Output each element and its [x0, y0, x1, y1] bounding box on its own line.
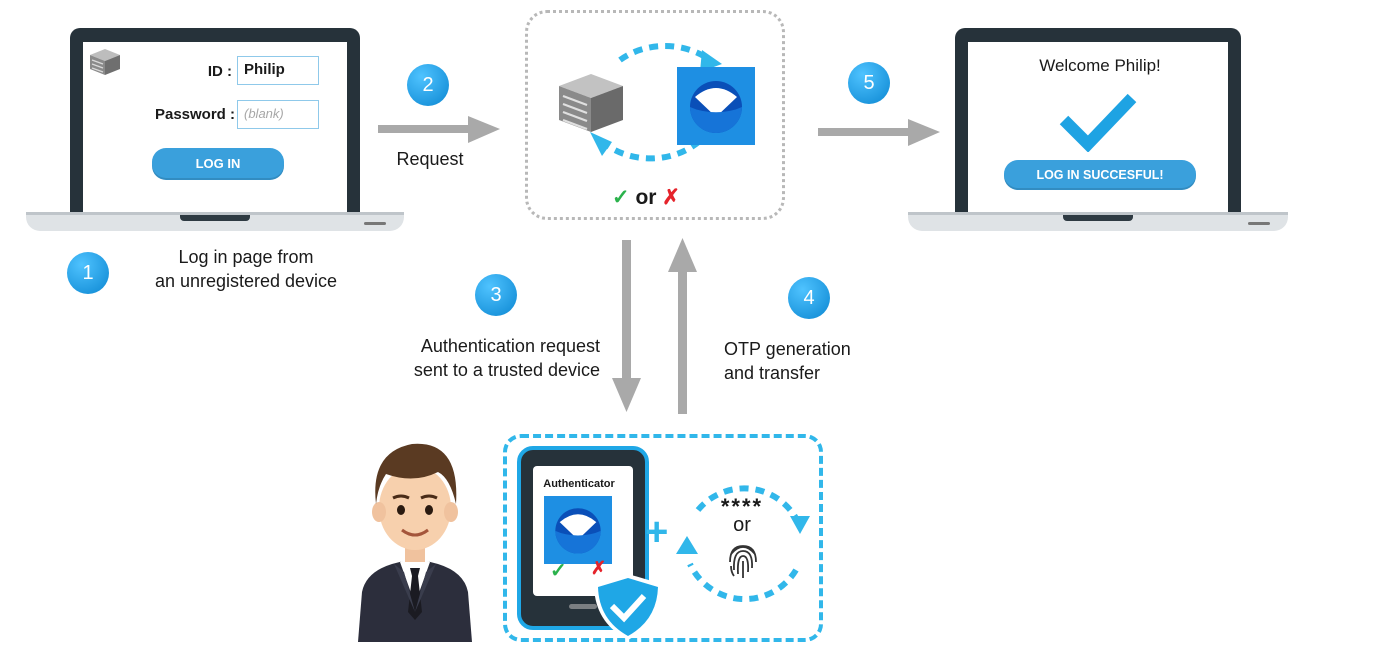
phone-home-bar — [569, 604, 597, 609]
step-1-caption-line2: an unregistered device — [154, 271, 338, 291]
server-icon — [559, 74, 623, 132]
result-or-label: or — [635, 186, 657, 209]
otp-transfer-arrow-up — [668, 238, 697, 414]
cross-icon: ✗ — [662, 186, 680, 209]
step-4-caption-line1: OTP generation — [724, 339, 851, 359]
login-laptop-base — [26, 212, 404, 231]
welcome-message: Welcome Philip! — [1039, 56, 1161, 75]
authenticator-logo-icon — [677, 67, 755, 145]
sync-loop-arrows — [590, 43, 722, 162]
person-icon — [358, 443, 472, 642]
server-icon — [90, 49, 120, 75]
password-input[interactable]: (blank) — [237, 100, 319, 129]
step-1-caption-line1: Log in page from — [178, 247, 314, 267]
authenticator-title: Authenticator — [543, 478, 615, 490]
success-laptop-base — [908, 212, 1288, 231]
step-3-badge: 3 — [475, 274, 517, 316]
plus-icon: + — [645, 510, 669, 554]
trusted-device-box — [503, 434, 823, 642]
otp-or-label: or — [733, 514, 751, 536]
auth-request-arrow-down — [612, 240, 641, 412]
phone-cross-icon: ✗ — [591, 558, 607, 578]
otp-mask: **** — [720, 494, 764, 519]
password-label: Password : — [154, 106, 235, 123]
phone-check-icon: ✓ — [550, 560, 567, 582]
otp-loop-arrows — [676, 485, 810, 603]
step-1-caption: Log in page from an unregistered device — [118, 245, 374, 293]
request-arrow — [378, 116, 500, 143]
verification-box — [525, 10, 785, 220]
authenticator-logo-icon — [544, 496, 612, 564]
step-4-caption: OTP generation and transfer — [724, 337, 894, 385]
login-button[interactable]: LOG IN — [152, 148, 284, 180]
step-1-badge: 1 — [67, 252, 109, 294]
step-3-caption-line1: Authentication request — [420, 336, 600, 356]
id-input[interactable]: Philip — [237, 56, 319, 85]
id-label: ID : — [207, 63, 232, 80]
shield-check-icon — [594, 574, 662, 640]
step-3-caption: Authentication request sent to a trusted… — [354, 334, 600, 382]
success-arrow — [818, 119, 940, 146]
step-4-badge: 4 — [788, 277, 830, 319]
verify-result: ✓ or ✗ — [612, 186, 680, 210]
step-2-badge: 2 — [407, 64, 449, 106]
check-icon: ✓ — [612, 186, 630, 209]
fingerprint-icon — [729, 545, 757, 578]
checkmark-icon — [1059, 93, 1137, 152]
step-2-caption: Request — [396, 149, 464, 169]
step-5-badge: 5 — [848, 62, 890, 104]
step-4-caption-line2: and transfer — [724, 363, 821, 383]
step-3-caption-line2: sent to a trusted device — [413, 360, 600, 380]
login-success-button[interactable]: LOG IN SUCCESFUL! — [1004, 160, 1196, 190]
